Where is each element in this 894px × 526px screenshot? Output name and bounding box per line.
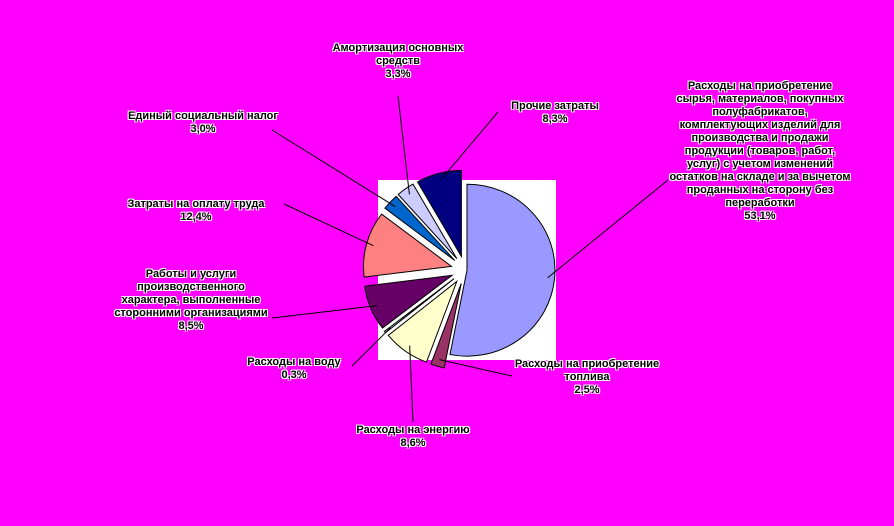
- leader-line-raw-materials: [547, 179, 669, 279]
- slice-label-social-tax: Единый социальный налог 3,0%: [128, 110, 278, 136]
- leader-line-depreciation: [397, 95, 410, 195]
- pie-slice-other: [416, 169, 462, 259]
- slice-percent: 53,1%: [744, 210, 776, 222]
- slice-percent: 8,6%: [400, 437, 426, 449]
- pie-slice-social-tax: [384, 195, 456, 261]
- leader-line-fuel: [439, 359, 513, 377]
- leader-line-water: [351, 327, 391, 367]
- slice-label-raw-materials: Расходы на приобретение сырья, материало…: [668, 80, 852, 223]
- leader-line-social-tax: [271, 129, 396, 208]
- slice-label-depreciation: Амортизация основных средств 3,3%: [316, 42, 480, 81]
- slice-percent: 3,3%: [385, 68, 411, 80]
- leader-line-energy: [409, 345, 414, 423]
- slice-label-text: Расходы на энергию: [356, 424, 470, 436]
- pie-slice-energy: [387, 279, 458, 363]
- slice-label-text: Расходы на приобретение сырья, материало…: [669, 80, 851, 209]
- slice-percent: 0,3%: [281, 369, 307, 381]
- slice-label-fuel: Расходы на приобретение топлива 2,5%: [498, 358, 676, 397]
- pie-slice-raw-materials: [449, 183, 556, 357]
- slice-label-text: Расходы на приобретение топлива: [514, 358, 660, 383]
- slice-label-other: Прочие затраты 8,3%: [490, 100, 620, 126]
- slice-label-text: Затраты на оплату труда: [127, 198, 265, 210]
- leader-line-contractor-services: [271, 305, 378, 319]
- pie-slice-contractor-services: [364, 274, 454, 329]
- slice-label-text: Прочие затраты: [511, 100, 599, 112]
- leader-line-labor-costs: [283, 203, 374, 247]
- pie-slice-fuel: [430, 283, 462, 369]
- slice-label-energy: Расходы на энергию 8,6%: [334, 424, 492, 450]
- slice-label-text: Расходы на воду: [247, 356, 341, 368]
- slice-label-text: Амортизация основных средств: [332, 42, 464, 67]
- slice-label-labor-costs: Затраты на оплату труда 12,4%: [108, 198, 284, 224]
- leader-line-other: [440, 111, 499, 181]
- slice-label-water: Расходы на воду 0,3%: [228, 356, 360, 382]
- slice-percent: 3,0%: [190, 123, 216, 135]
- slice-label-text: Единый социальный налог: [128, 110, 278, 122]
- slice-percent: 8,5%: [178, 320, 204, 332]
- pie-slice-labor-costs: [363, 213, 453, 278]
- slice-label-text: Работы и услуги производственного характ…: [114, 268, 268, 319]
- slice-label-contractor-services: Работы и услуги производственного характ…: [110, 268, 272, 333]
- slice-percent: 12,4%: [180, 211, 212, 223]
- pie-slice-depreciation: [397, 183, 458, 259]
- slice-percent: 8,3%: [542, 113, 568, 125]
- slice-percent: 2,5%: [574, 384, 600, 396]
